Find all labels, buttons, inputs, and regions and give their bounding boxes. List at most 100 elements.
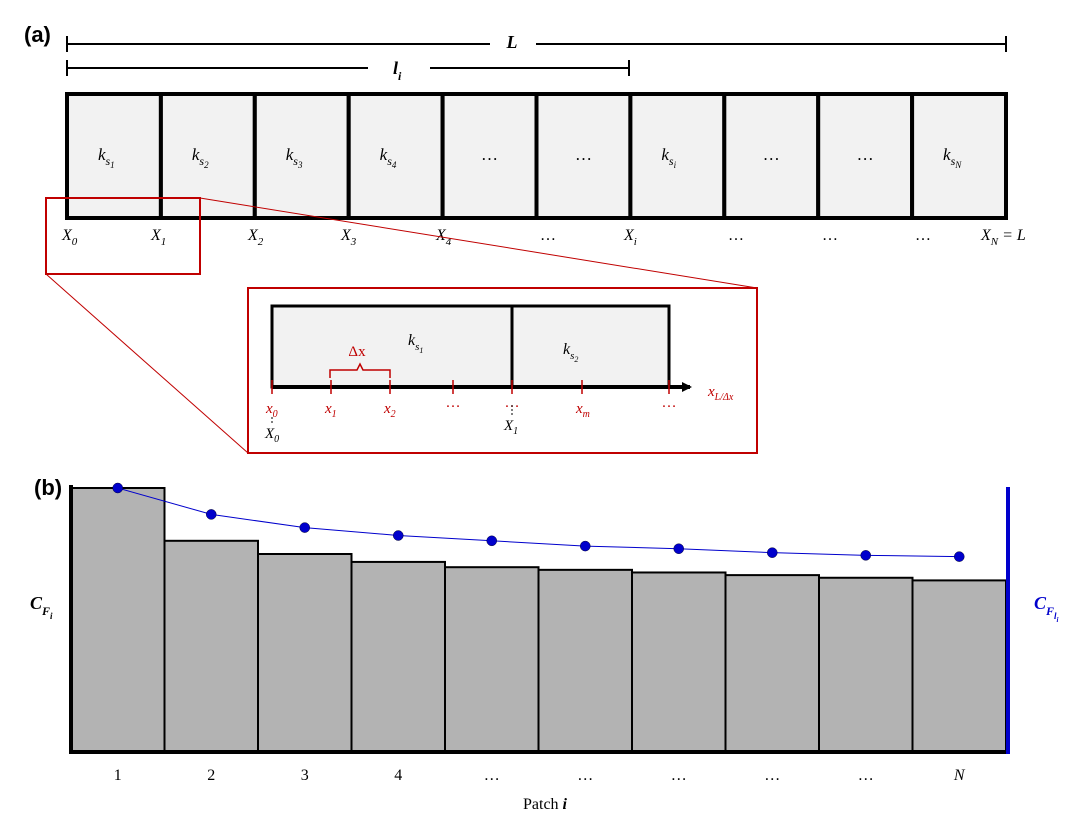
inset-patch-1	[270, 304, 514, 389]
total-length-label: L	[506, 32, 518, 52]
line-point	[112, 482, 123, 494]
line-point	[393, 530, 404, 541]
patch-label: …	[575, 145, 592, 164]
bar	[537, 568, 633, 754]
line-point	[673, 543, 684, 554]
svg-text:X1: X1	[503, 418, 518, 437]
patch-cell	[628, 92, 727, 220]
boundary-label: X4	[435, 227, 452, 248]
boundary-label: …	[915, 227, 931, 244]
cumulative-points	[112, 482, 965, 562]
line-point	[767, 547, 778, 558]
x-tick-label: 1	[114, 767, 122, 784]
bar	[631, 571, 727, 753]
patch-label: ks2	[192, 145, 209, 170]
svg-text:ks1: ks1	[408, 332, 423, 355]
patch-cell	[440, 92, 539, 220]
grid-point-label: …	[662, 395, 677, 411]
patch-cell	[252, 92, 351, 220]
boundary-label: …	[728, 227, 744, 244]
grid-point-label: x2	[383, 401, 396, 420]
bar	[724, 574, 820, 753]
boundary-label: X2	[247, 227, 264, 248]
inset-patch-2	[510, 304, 671, 389]
x-tick-label: 2	[207, 767, 215, 784]
bar	[350, 560, 446, 753]
patch-length-dimension: li	[66, 58, 630, 83]
zoom-connector-bottom	[45, 273, 249, 454]
patch-length-label: l	[393, 58, 398, 78]
grid-point-label: …	[505, 395, 520, 411]
boundary-label: X0	[61, 227, 78, 248]
patch-cell	[534, 92, 633, 220]
x-tick-label: 3	[301, 767, 309, 784]
bar	[163, 539, 259, 753]
line-point	[299, 522, 310, 533]
axis-end-label: x	[707, 384, 715, 400]
svg-text:CFi: CFi	[30, 593, 53, 621]
x-tick-label: N	[953, 767, 966, 784]
x-tick-label: …	[764, 767, 780, 784]
delta-brace	[329, 362, 391, 378]
svg-text:li: li	[393, 58, 402, 83]
inset-boundary-1: X	[503, 418, 514, 434]
cumulative-line	[117, 487, 960, 558]
x-tick-labels: 1 2 3 4 … … … … … N	[114, 767, 966, 784]
svg-text:Patch i: Patch i	[523, 796, 568, 813]
delta-label: Δx	[348, 344, 366, 360]
patch-label: ksN	[943, 145, 962, 170]
x-tick-label: …	[577, 767, 593, 784]
zoom-callout	[45, 197, 758, 454]
grid-point-label: …	[446, 395, 461, 411]
grid-point-label: xm	[575, 401, 590, 420]
x-tick-label: …	[671, 767, 687, 784]
svg-text:CFli: CFli	[1034, 593, 1059, 624]
x-axis-label: Patch	[523, 796, 563, 813]
bar	[818, 576, 914, 754]
patch-label: ksi	[661, 145, 676, 170]
zoom-connector-top	[199, 197, 758, 289]
x-tick-label: 4	[394, 767, 402, 784]
inset-patch-1-label: k	[408, 332, 416, 349]
boundary-label: X3	[340, 227, 357, 248]
patch-label: ks1	[98, 145, 115, 170]
patch-label: …	[857, 145, 874, 164]
patch-cell	[346, 92, 445, 220]
grid-points: x0 x1 x2 … … xm …	[265, 380, 677, 420]
svg-text:ks2: ks2	[563, 341, 578, 364]
bar	[444, 566, 540, 754]
patch-label: …	[481, 145, 498, 164]
patch-cell	[910, 92, 1008, 220]
boundary-label: X1	[150, 227, 166, 248]
x-tick-label: …	[484, 767, 500, 784]
inset-patch-2-label: k	[563, 341, 571, 358]
panel-b-label: (b)	[34, 475, 62, 500]
patch-cell	[65, 92, 163, 220]
zoom-source-box	[45, 197, 201, 275]
line-point	[954, 551, 965, 562]
right-axis-label: C	[1034, 593, 1047, 613]
grid-point-label: x0	[265, 401, 278, 420]
svg-text:xL/Δx: xL/Δx	[707, 384, 734, 403]
inset-boundary-0: X	[264, 426, 275, 442]
discretization-inset: ks1 ks2 Δx x0 x1 x2 … … xm … xL/Δx X0 X1	[247, 287, 758, 454]
line-point	[580, 540, 591, 552]
patch-label: ks4	[380, 145, 397, 170]
y-axis-label: C	[30, 593, 43, 613]
boundary-label: XN = L	[980, 227, 1026, 248]
patch-length-subscript: i	[398, 69, 402, 83]
total-length-dimension: L	[66, 32, 1007, 52]
panel-a-label: (a)	[24, 22, 51, 47]
line-point	[486, 535, 497, 547]
line-point	[860, 550, 871, 561]
boundary-label: …	[540, 227, 556, 244]
patch-label: ks3	[286, 145, 303, 170]
bar	[257, 553, 353, 753]
x-tick-label: …	[858, 767, 874, 784]
svg-text:X0: X0	[264, 426, 279, 445]
grid-point-label: x1	[324, 401, 337, 420]
bar	[70, 487, 166, 753]
line-point	[206, 509, 217, 520]
